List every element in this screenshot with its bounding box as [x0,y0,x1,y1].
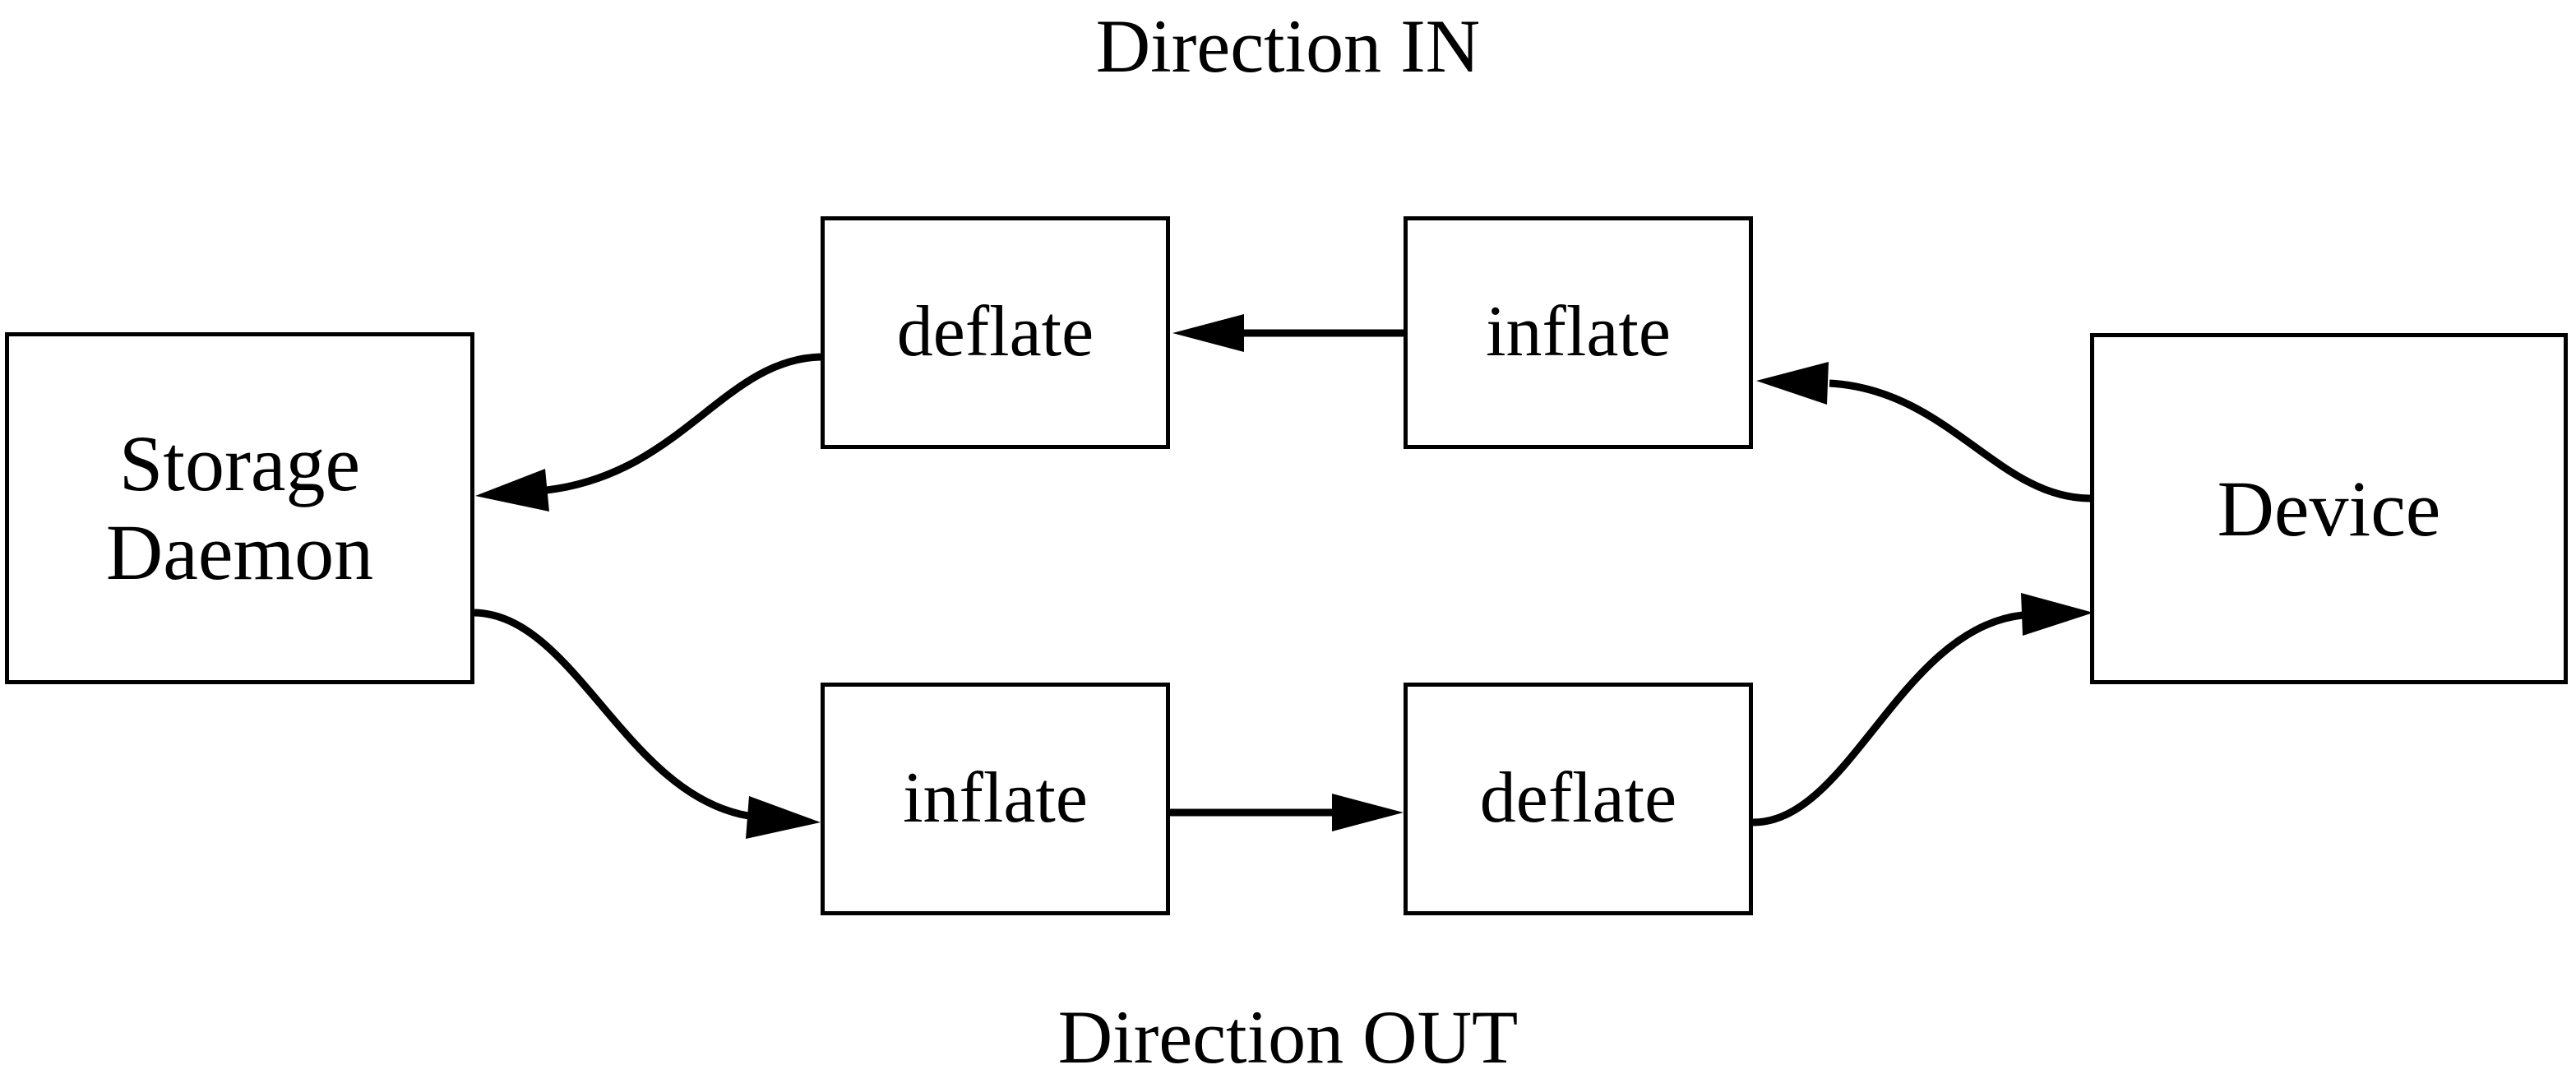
node-deflate-out-label: deflate [1479,758,1677,839]
node-deflate-out[interactable]: deflate [1404,683,1753,915]
node-inflate-in-label: inflate [1486,292,1671,373]
edge-storage-to-inflate-out [474,609,821,839]
node-deflate-in[interactable]: deflate [821,216,1170,449]
node-storage-daemon-label-line1: Storage [118,419,361,508]
node-inflate-out-label: inflate [903,758,1088,839]
edge-device-to-inflate-in [1756,362,2091,502]
node-device[interactable]: Device [2090,333,2568,684]
edge-inflate-out-to-deflate-out [1170,794,1404,831]
node-device-label: Device [2217,464,2441,553]
edge-deflate-out-to-device [1752,593,2093,826]
direction-in-caption: Direction IN [1095,4,1481,88]
edge-deflate-in-to-storage [475,353,821,512]
node-deflate-in-label: deflate [896,292,1094,373]
node-storage-daemon-label-line2: Daemon [105,508,374,596]
direction-out-caption: Direction OUT [1057,995,1519,1079]
node-inflate-out[interactable]: inflate [821,683,1170,915]
node-inflate-in[interactable]: inflate [1404,216,1753,449]
node-storage-daemon[interactable]: Storage Daemon [5,332,474,684]
edge-inflate-in-to-deflate-in [1172,314,1404,352]
